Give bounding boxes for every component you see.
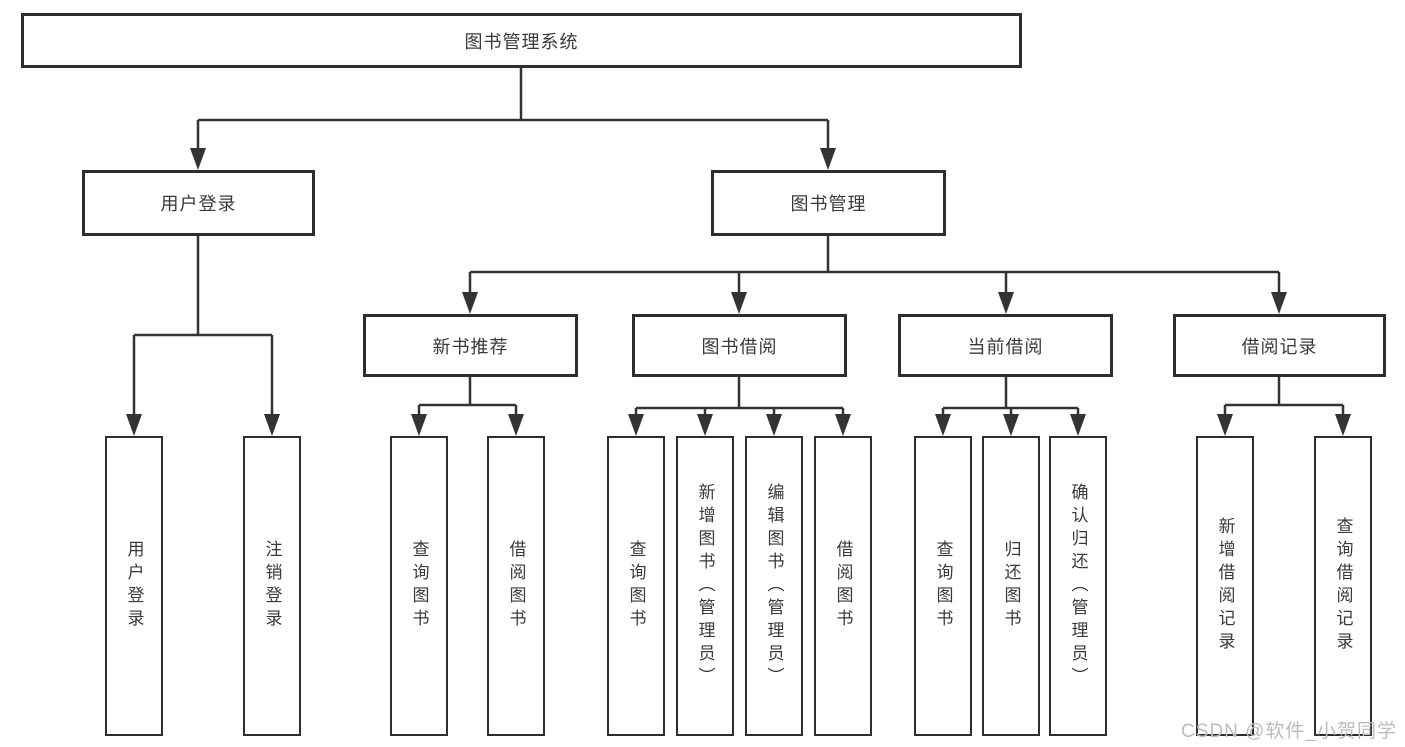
arrowhead-icons [126,148,1351,436]
leaf-add-borrow-record: 新增借阅记录 [1196,436,1254,736]
leaf-query-books-newbook: 查询图书 [390,436,448,736]
leaf-confirm-return-admin: 确认归还（管理员） [1049,436,1107,736]
node-book-management-branch: 图书管理 [711,170,946,236]
leaf-edit-book-admin: 编辑图书（管理员） [745,436,803,736]
node-current-borrowing: 当前借阅 [898,314,1113,377]
leaf-borrow-books-borrow: 借阅图书 [814,436,872,736]
leaf-query-books-borrow: 查询图书 [607,436,665,736]
node-new-book-recommendation: 新书推荐 [363,314,578,377]
leaf-user-login: 用户登录 [105,436,163,736]
csdn-watermark: CSDN @软件_小贺同学 [1181,721,1397,742]
node-borrowing-records: 借阅记录 [1173,314,1386,377]
node-book-borrowing: 图书借阅 [632,314,847,377]
node-library-management-system: 图书管理系统 [21,13,1022,68]
leaf-add-book-admin: 新增图书（管理员） [676,436,734,736]
node-user-login-branch: 用户登录 [82,170,315,236]
leaf-query-borrow-record: 查询借阅记录 [1314,436,1372,736]
leaf-logout-login: 注销登录 [243,436,301,736]
leaf-query-books-current: 查询图书 [914,436,972,736]
leaf-return-book: 归还图书 [982,436,1040,736]
leaf-borrow-books-newbook: 借阅图书 [487,436,545,736]
